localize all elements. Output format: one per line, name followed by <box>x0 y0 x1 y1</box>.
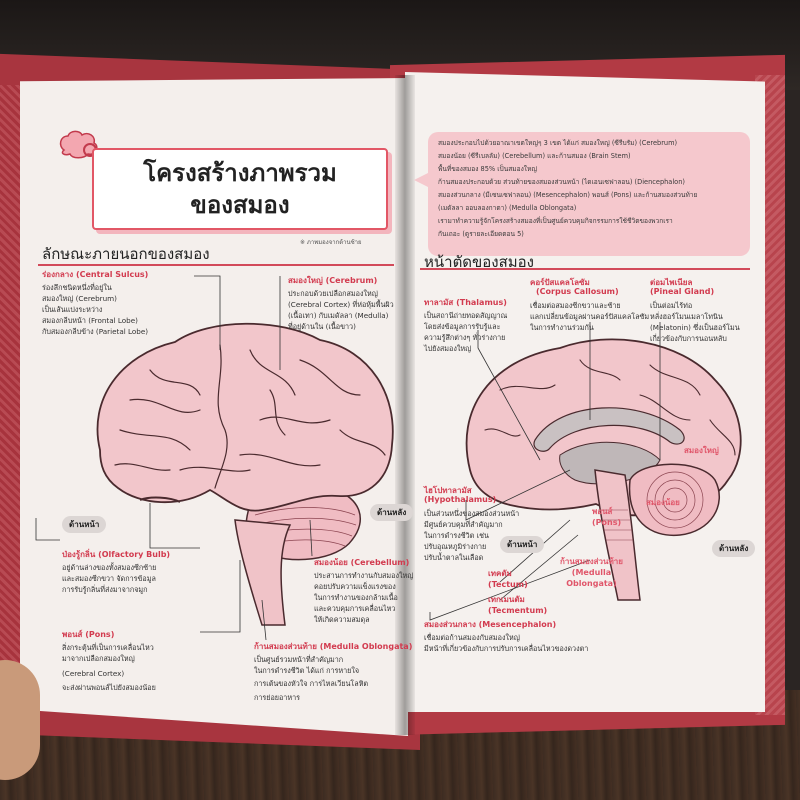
label-mesencephalon-title: สมองส่วนกลาง (Mesencephalon) <box>424 620 557 629</box>
label-thalamus-line3: ความรู้สึกต่างๆ ทั่วร่างกาย <box>424 333 506 342</box>
tag-front-cross: ด้านหน้า <box>500 536 545 553</box>
section-heading-cross: หน้าตัดของสมอง <box>424 253 535 271</box>
label-thalamus-line4: ไปยังสมองใหญ่ <box>424 344 472 353</box>
label-thalamus-line2: โดยส่งข้อมูลการรับรู้และ <box>424 322 501 331</box>
label-cerebrum-line3: (เนื้อเทา) กับเมดัลลา (Medulla) <box>288 311 389 320</box>
label-corpus-line1: เชื่อมต่อสมองซีกขวาและซ้าย <box>530 301 621 310</box>
page-edge-left <box>0 85 20 745</box>
label-cerebellum-title: สมองน้อย (Cerebellum) <box>314 558 410 567</box>
label-cerebrum-cross: สมองใหญ่ <box>684 446 719 455</box>
label-medulla-line2: ในการดำรงชีวิต ได้แก่ การหายใจ <box>254 666 360 675</box>
label-cerebrum-title: สมองใหญ่ (Cerebrum) <box>288 276 378 285</box>
section-rule-exterior <box>38 264 394 266</box>
label-corpus-line2: แลกเปลี่ยนข้อมูลผ่านคอร์ปัสแคลโลซัม <box>530 312 650 321</box>
label-medulla-cross: ก้านสมองส่วนท้าย (Medulla Oblongata) <box>560 557 623 588</box>
label-pineal-title2: (Pineal Gland) <box>650 287 715 296</box>
speech-bubble: สมองประกอบไปด้วยอาณาเขตใหญ่ๆ 3 เขต ได้แก… <box>428 132 750 256</box>
label-central-sulcus-line4: สมองกลีบหน้า (Frontal Lobe) <box>42 316 138 325</box>
label-central-sulcus-title: ร่องกลาง (Central Sulcus) <box>42 270 149 279</box>
tag-back-cross: ด้านหลัง <box>712 540 756 557</box>
label-cerebellum-line3: ในการทำงานของกล้ามเนื้อ <box>314 593 398 602</box>
label-pineal-line1: เป็นต่อมไร้ท่อ <box>650 301 693 310</box>
label-pineal-line2: หลั่งฮอร์โมนเมลาโทนิน <box>650 312 723 321</box>
label-hypothalamus-line2: มีศูนย์ควบคุมที่สำคัญมาก <box>424 520 503 529</box>
label-cerebrum-line2: (Cerebral Cortex) ที่ห่อหุ้มพื้นผิว <box>288 300 394 309</box>
label-thalamus-line1: เป็นสถานีถ่ายทอดสัญญาณ <box>424 311 508 320</box>
label-cerebellum-line5: ให้เกิดความสมดุล <box>314 615 370 624</box>
label-corpus-title1: คอร์ปัสแคลโลซัม <box>530 278 590 287</box>
label-hypothalamus-title2: (Hypothalamus) <box>424 495 497 504</box>
section-note: ※ ภาพมองจากด้านซ้าย <box>300 239 362 246</box>
label-pons-title: พอนส์ (Pons) <box>62 630 115 639</box>
tag-front-exterior: ด้านหน้า <box>62 516 107 533</box>
label-cerebellum-line1: ประสานการทำงานกับสมองใหญ่ <box>314 571 414 580</box>
label-pons-line2: มาจากเปลือกสมองใหญ่ <box>62 654 135 663</box>
speech-line5: สมองส่วนกลาง (มีเซนเซฟาลอน) (Mesencephal… <box>438 191 698 199</box>
label-hypothalamus-line1: เป็นส่วนหนึ่งของสมองส่วนหน้า <box>424 509 520 518</box>
label-hypothalamus-line3: ในการดำรงชีวิต เช่น <box>424 531 489 540</box>
speech-line6: (เมดัลลา ออบลองกาตา) (Medulla Oblongata) <box>438 204 577 212</box>
speech-line7: เรามาทำความรู้จักโครงสร้างสมองที่เป็นศูน… <box>438 217 673 225</box>
label-mesencephalon-line1: เชื่อมต่อก้านสมองกับสมองใหญ่ <box>424 633 520 642</box>
label-hypothalamus-line5: ปรับน้ำตาลในเลือด <box>424 553 484 562</box>
label-pons-cross: พอนส์ (Pons) <box>592 507 622 527</box>
label-olfactory-line2: และสมองซีกขวา จัดการข้อมูล <box>62 574 156 583</box>
label-olfactory-title: ป่องรู้กลิ่น (Olfactory Bulb) <box>62 550 171 559</box>
label-hypothalamus-line4: ปรับอุณหภูมิร่างกาย <box>424 542 487 551</box>
page-title-line1: โครงสร้างภาพรวม <box>143 159 337 187</box>
label-central-sulcus-line1: ร่องลึกชนิดหนึ่งที่อยู่ใน <box>42 283 112 292</box>
speech-line3: พื้นที่ของสมอง 85% เป็นสมองใหญ่ <box>438 165 537 173</box>
label-pineal-line3: (Melatonin) ซึ่งเป็นฮอร์โมน <box>650 323 740 332</box>
label-central-sulcus-line3: เป็นเส้นแบ่งระหว่าง <box>42 305 103 314</box>
tag-back-exterior: ด้านหลัง <box>370 504 414 521</box>
label-olfactory-line1: อยู่ด้านล่างของทั้งสมองซีกซ้าย <box>62 563 157 572</box>
label-pons-line4: จะส่งผ่านพอนส์ไปยังสมองน้อย <box>62 683 156 692</box>
label-mesencephalon-line2: มีหน้าที่เกี่ยวข้องกับการปรับการเคลื่อนไ… <box>424 644 589 653</box>
speech-bubble-tail <box>414 172 430 188</box>
label-medulla-line1: เป็นศูนย์รวมหน้าที่สำคัญมาก <box>254 655 344 664</box>
speech-line2: สมองน้อย (ซีรีเบลลัม) (Cerebellum) และก้… <box>438 152 631 160</box>
label-pons-line1: สิ่งกระตุ้นที่เป็นการเคลื่อนไหว <box>62 643 154 652</box>
label-medulla-line4: การย่อยอาหาร <box>254 693 300 702</box>
label-thalamus-title: ทาลามัส (Thalamus) <box>424 298 507 307</box>
page-title-line2: ของสมอง <box>190 191 290 219</box>
label-tectum: เทคตัม (Tectum) <box>488 569 528 589</box>
label-central-sulcus-line5: กับสมองกลีบข้าง (Parietal Lobe) <box>42 327 149 336</box>
speech-line1: สมองประกอบไปด้วยอาณาเขตใหญ่ๆ 3 เขต ได้แก… <box>438 139 678 147</box>
label-medulla-line3: การเต้นของหัวใจ การไหลเวียนโลหิต <box>254 679 369 688</box>
label-medulla-title: ก้านสมองส่วนท้าย (Medulla Oblongata) <box>254 642 413 651</box>
label-tecmentum: เทกเมนตัม (Tecmentum) <box>488 595 548 615</box>
label-olfactory-line3: การรับรู้กลิ่นที่ส่งมาจากจมูก <box>62 585 148 594</box>
speech-line4: ก้านสมองประกอบด้วย ส่วนท้ายของสมองส่วนหน… <box>438 178 685 186</box>
label-cerebellum-cross: สมองน้อย <box>646 498 680 507</box>
page-title-box: โครงสร้างภาพรวม ของสมอง <box>92 148 388 230</box>
label-cerebrum-line4: ที่อยู่ด้านใน (เนื้อขาว) <box>288 322 356 331</box>
label-pons-line3: (Cerebral Cortex) <box>62 669 125 678</box>
hand <box>0 660 40 780</box>
label-cerebellum-line2: คอยปรับความแข็งแรงของ <box>314 582 396 591</box>
label-pineal-line4: เกี่ยวข้องกับการนอนหลับ <box>650 334 727 343</box>
label-pineal-title1: ต่อมไพเนียล <box>650 278 693 287</box>
label-cerebellum-line4: และควบคุมการเคลื่อนไหว <box>314 604 396 613</box>
label-corpus-title2: (Corpus Callosum) <box>536 287 619 296</box>
label-central-sulcus-line2: สมองใหญ่ (Cerebrum) <box>42 294 117 303</box>
speech-line8: กันเถอะ (ดูรายละเอียดตอน 5) <box>438 230 524 238</box>
label-cerebrum-line1: ประกอบด้วยเปลือกสมองใหญ่ <box>288 289 378 298</box>
label-corpus-line3: ในการทำงานร่วมกัน <box>530 323 594 332</box>
section-heading-exterior: ลักษณะภายนอกของสมอง <box>42 245 210 263</box>
label-hypothalamus-title1: ไฮโปทาลามัส <box>424 486 472 495</box>
section-rule-cross <box>420 268 750 270</box>
book-gutter <box>395 75 415 735</box>
